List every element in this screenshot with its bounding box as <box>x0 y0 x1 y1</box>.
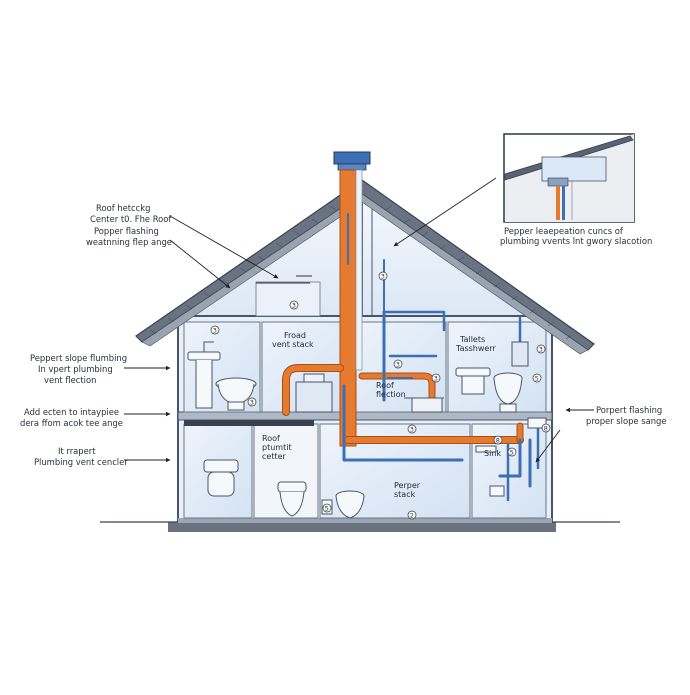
label-roof-plumbing-2: ptumtit <box>262 443 292 452</box>
leader-inset <box>393 177 497 247</box>
label-roof-flection-2: flection <box>376 390 406 399</box>
toilet-upper-left <box>215 377 257 411</box>
svg-text:3: 3 <box>213 326 217 334</box>
svg-text:2: 2 <box>410 511 414 519</box>
house-body <box>175 189 555 523</box>
toilet-lower-left <box>203 459 239 497</box>
annotation-roof-decking-2: Center t0. Fhe Roof <box>90 214 172 224</box>
svg-text:3: 3 <box>250 398 254 406</box>
svg-text:8: 8 <box>544 424 548 432</box>
inset-caption-2: plumbing vvents lnt gwory slacotion <box>500 236 652 246</box>
annotation-proper-slope-2: In vpert plumbing <box>38 364 113 374</box>
left-annotations: Roof hetcckg Center t0. Fhe Roof Popper … <box>20 203 172 467</box>
svg-text:5: 5 <box>535 374 539 382</box>
callout-8: 3 <box>536 344 546 353</box>
sink-lower-right <box>475 445 505 497</box>
svg-text:3: 3 <box>410 425 414 433</box>
inset-detail: Pepper leaepeation cuncs of plumbing vve… <box>500 133 652 246</box>
annotation-proper-flashing-right-1: Porpert flashing <box>596 405 662 415</box>
callout-4: 3 <box>393 359 403 368</box>
annotation-roof-decking-1: Roof hetcckg <box>96 203 150 213</box>
main-vent-stack <box>333 151 371 447</box>
callout-10: 8 <box>493 435 503 444</box>
ground <box>100 521 620 532</box>
svg-text:3: 3 <box>396 360 400 368</box>
callout-9: 3 <box>407 424 417 433</box>
sink-fixture-upper-left <box>187 341 221 409</box>
label-pepper-stack-2: stack <box>394 490 416 499</box>
annotation-proper-vent-2: Plumbing vent cencler <box>34 457 128 467</box>
svg-text:3: 3 <box>539 345 543 353</box>
annotation-proper-flashing-2: weatnning flep ange <box>86 237 172 247</box>
sink-upper-right <box>455 367 491 395</box>
label-toilets-1: Tallets <box>459 335 485 344</box>
callout-2: 3 <box>378 271 388 280</box>
svg-text:3: 3 <box>292 301 296 309</box>
callout-3: 3 <box>210 325 220 334</box>
label-sink: Sink <box>484 449 501 458</box>
label-froad-1: Froad <box>284 331 306 340</box>
svg-text:5: 5 <box>325 504 329 512</box>
annotation-proper-flashing-right-2: proper slope sange <box>586 416 667 426</box>
toilet-lower-middle <box>277 481 307 517</box>
label-roof-plumbing-1: Roof <box>262 434 280 443</box>
annotation-proper-slope-3: vent flection <box>44 375 96 385</box>
callout-1: 3 <box>289 300 299 309</box>
plumbing-pipes <box>282 213 540 502</box>
water-tank <box>295 373 333 413</box>
callout-13: 2 <box>407 510 417 519</box>
leader-lines <box>124 177 594 463</box>
annotation-proper-slope-1: Peppert slope flumbing <box>30 353 127 363</box>
leader-slope-right <box>535 429 561 463</box>
toilet-upper-right <box>493 372 523 413</box>
room-labels: Froad vent stack Roof flection Tallets T… <box>262 331 501 499</box>
svg-text:8: 8 <box>496 436 500 444</box>
callout-12: 5 <box>322 503 332 512</box>
label-roof-plumbing-3: cetter <box>262 452 287 461</box>
annotation-proper-flashing-1: Popper flashing <box>94 226 159 236</box>
annotation-add-extension-2: dera ffom acok tee ange <box>20 418 123 428</box>
basin-fixture <box>404 397 444 413</box>
annotation-add-extension-1: Add ecten to intaypiee <box>24 407 119 417</box>
callout-11: 5 <box>507 447 517 456</box>
label-froad-2: vent stack <box>272 340 314 349</box>
callout-6: 5 <box>532 373 542 382</box>
label-toilets-2: Tasshwerr <box>455 344 496 353</box>
callout-5: 3 <box>431 373 441 382</box>
wall-box-right <box>527 417 547 429</box>
svg-text:3: 3 <box>434 374 438 382</box>
callout-14: 8 <box>541 423 551 432</box>
leader-roof-decking <box>169 215 279 279</box>
fixtures <box>187 341 547 519</box>
svg-text:5: 5 <box>510 448 514 456</box>
annotation-proper-vent-1: It rrapert <box>58 446 96 456</box>
cabinet-upper-right <box>511 341 529 367</box>
inset-caption-1: Pepper leaepeation cuncs of <box>504 226 624 236</box>
right-annotations: Porpert flashing proper slope sange <box>586 405 667 426</box>
toilet-lower-center <box>335 490 365 519</box>
callout-7: 3 <box>247 397 257 406</box>
leader-proper-flashing <box>169 239 231 289</box>
svg-text:3: 3 <box>381 272 385 280</box>
label-roof-flection-1: Roof <box>376 381 394 390</box>
label-pepper-stack-1: Perper <box>394 481 421 490</box>
callout-numbers: 3 3 3 3 3 5 3 3 3 8 5 5 2 8 <box>210 271 551 519</box>
